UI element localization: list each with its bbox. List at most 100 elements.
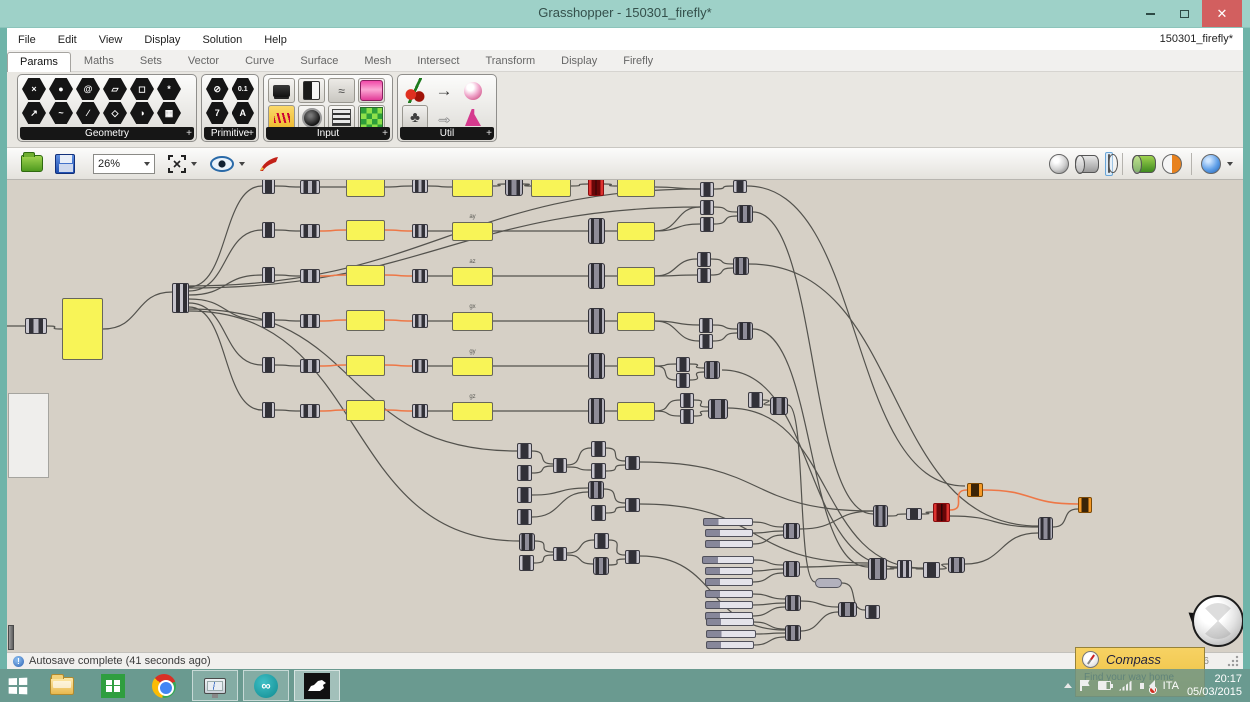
action-center-flag-icon[interactable] bbox=[1080, 680, 1090, 691]
panel-node[interactable] bbox=[346, 310, 385, 331]
offcanvas-panel[interactable] bbox=[8, 393, 49, 478]
ribbon-group-expand[interactable]: + bbox=[186, 127, 192, 140]
tab-surface[interactable]: Surface bbox=[287, 51, 351, 71]
component[interactable] bbox=[697, 252, 711, 267]
slider-node[interactable] bbox=[702, 556, 754, 564]
component[interactable] bbox=[923, 562, 940, 578]
component-pair[interactable] bbox=[897, 560, 912, 578]
slider-node[interactable] bbox=[705, 529, 753, 537]
component[interactable] bbox=[517, 509, 532, 525]
panel-node[interactable] bbox=[346, 400, 385, 421]
open-document-icon[interactable] bbox=[21, 155, 43, 172]
document-preview-icon[interactable] bbox=[1201, 154, 1221, 174]
panel-node[interactable] bbox=[62, 298, 103, 360]
resize-grip[interactable] bbox=[1227, 655, 1239, 667]
component-multi[interactable] bbox=[785, 595, 801, 611]
component-multi[interactable] bbox=[588, 398, 605, 424]
component[interactable] bbox=[553, 547, 567, 561]
tab-params[interactable]: Params bbox=[7, 52, 71, 72]
component-pair[interactable] bbox=[412, 314, 428, 328]
component[interactable] bbox=[519, 555, 534, 571]
minimize-button[interactable] bbox=[1136, 0, 1164, 27]
panel-node[interactable] bbox=[346, 180, 385, 197]
component-pair[interactable] bbox=[300, 314, 320, 328]
component[interactable] bbox=[699, 334, 713, 349]
taskbar-app-rhino[interactable] bbox=[294, 670, 340, 701]
panel-node[interactable] bbox=[617, 180, 655, 197]
menu-item-display[interactable]: Display bbox=[133, 34, 191, 46]
component-multi[interactable] bbox=[588, 353, 605, 379]
component[interactable] bbox=[262, 357, 275, 373]
mesh-ball-icon[interactable] bbox=[1049, 154, 1069, 174]
splitter-component[interactable] bbox=[172, 283, 189, 313]
component-multi[interactable] bbox=[588, 218, 605, 244]
wireframe-cylinder-icon[interactable] bbox=[1075, 155, 1099, 173]
selected-component[interactable] bbox=[588, 180, 604, 196]
panel-node[interactable] bbox=[617, 357, 655, 376]
component-multi[interactable] bbox=[588, 308, 605, 334]
save-document-icon[interactable] bbox=[55, 154, 75, 174]
component[interactable] bbox=[262, 312, 275, 328]
tab-transform[interactable]: Transform bbox=[472, 51, 548, 71]
preview-custom-icon[interactable] bbox=[1162, 154, 1182, 174]
component[interactable] bbox=[625, 456, 640, 470]
panel-node[interactable]: gy bbox=[452, 357, 493, 376]
graph-mapper-icon[interactable]: ≈ bbox=[328, 78, 355, 103]
component-pair[interactable] bbox=[412, 269, 428, 283]
pill-node[interactable] bbox=[815, 578, 842, 588]
component-multi[interactable] bbox=[1038, 517, 1053, 540]
data-dam-icon[interactable] bbox=[460, 78, 486, 103]
panel-node[interactable] bbox=[346, 220, 385, 241]
panel-node[interactable] bbox=[346, 265, 385, 286]
chevron-down-icon[interactable] bbox=[191, 162, 197, 166]
chevron-down-icon[interactable] bbox=[1227, 162, 1233, 166]
taskbar-app-windows-store[interactable] bbox=[90, 670, 136, 701]
component[interactable] bbox=[697, 268, 711, 283]
network-icon[interactable] bbox=[1119, 681, 1132, 691]
component[interactable] bbox=[676, 373, 690, 388]
start-button[interactable] bbox=[0, 669, 34, 702]
ribbon-group-expand[interactable]: + bbox=[382, 127, 388, 140]
ribbon-group-expand[interactable]: + bbox=[248, 127, 254, 140]
definition-canvas[interactable]: ayazgxgygz bbox=[7, 180, 1243, 652]
component-multi[interactable] bbox=[783, 561, 800, 577]
plane-param-icon[interactable]: ▱ bbox=[103, 78, 127, 100]
component-multi[interactable] bbox=[737, 205, 753, 223]
box-param-icon[interactable]: ◻ bbox=[130, 78, 154, 100]
arc-param-icon[interactable]: ~ bbox=[49, 102, 73, 124]
slider-node[interactable] bbox=[705, 601, 753, 609]
clock[interactable]: 20:17 05/03/2015 bbox=[1187, 673, 1242, 699]
geometry-cache-icon[interactable]: × bbox=[22, 78, 46, 100]
integer-param-icon[interactable]: 7 bbox=[206, 102, 229, 124]
vector-param-icon[interactable]: ↗ bbox=[22, 102, 46, 124]
taskbar-app-chrome[interactable] bbox=[141, 670, 187, 701]
slider-node[interactable] bbox=[706, 641, 754, 649]
text-param-icon[interactable]: A bbox=[232, 102, 255, 124]
tab-vector[interactable]: Vector bbox=[175, 51, 232, 71]
component[interactable] bbox=[625, 498, 640, 512]
component-pair[interactable] bbox=[412, 404, 428, 418]
selected-component[interactable] bbox=[933, 503, 950, 522]
component[interactable] bbox=[594, 533, 609, 549]
menu-item-file[interactable]: File bbox=[7, 34, 47, 46]
component-multi[interactable] bbox=[588, 481, 604, 499]
slider-node[interactable] bbox=[703, 518, 753, 526]
slider-node[interactable] bbox=[706, 618, 754, 626]
component-pair[interactable] bbox=[412, 180, 428, 193]
taskbar-app-file-explorer[interactable] bbox=[39, 670, 85, 701]
menu-item-help[interactable]: Help bbox=[253, 34, 298, 46]
component[interactable] bbox=[517, 487, 532, 503]
component-multi[interactable] bbox=[733, 257, 749, 275]
ribbon-group-expand[interactable]: + bbox=[486, 127, 492, 140]
component-multi[interactable] bbox=[588, 263, 605, 289]
sketch-pen-icon[interactable] bbox=[257, 154, 281, 174]
component[interactable] bbox=[680, 393, 694, 408]
slider-node[interactable] bbox=[705, 578, 753, 586]
brep-param-icon[interactable]: ▦ bbox=[157, 102, 181, 124]
component[interactable] bbox=[700, 200, 714, 215]
component[interactable] bbox=[262, 180, 275, 194]
zoom-extents-icon[interactable] bbox=[167, 154, 187, 174]
number-slider-icon[interactable] bbox=[268, 78, 295, 103]
component-multi[interactable] bbox=[873, 505, 888, 527]
component-multi[interactable] bbox=[785, 625, 801, 641]
